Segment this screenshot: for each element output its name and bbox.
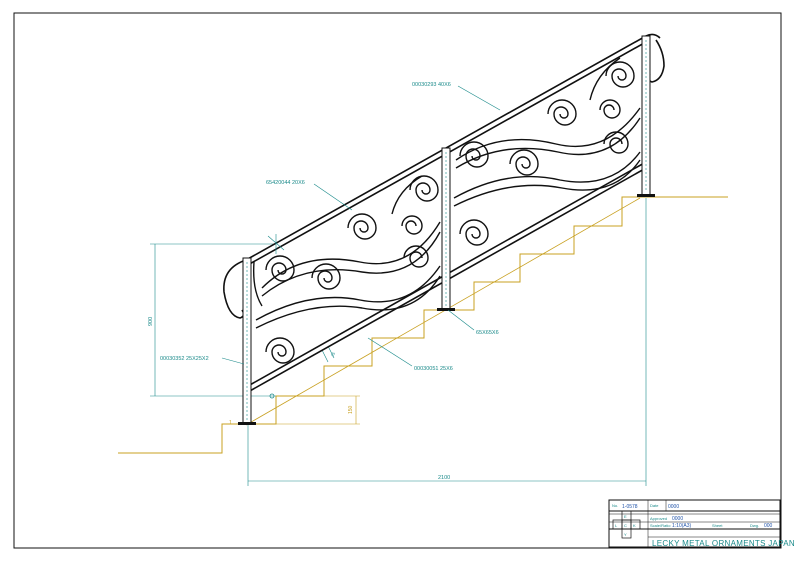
label-top-rail: 00030293 40X6 [412, 82, 451, 88]
post-middle [437, 147, 455, 311]
tb-date-value: 0000 [668, 504, 679, 510]
tb-dwg-label: Dwg. [750, 523, 759, 528]
label-post: 00030352 25X25X2 [160, 356, 209, 362]
tb-logo-e: E [624, 514, 627, 519]
tb-dwg-value: 000 [764, 523, 773, 529]
tb-date-label: Date [650, 503, 659, 508]
tb-sheet-label: Sheet [712, 523, 723, 528]
tb-logo-y: Y [624, 532, 627, 537]
rail-offset-dim-label: 25 [330, 350, 337, 357]
tb-no-value: 1-0578 [622, 504, 638, 510]
label-base-plate: 65X65X6 [476, 330, 499, 336]
tb-logo-k: K [633, 523, 636, 528]
tb-scale-label: Scale/Ratio [650, 523, 671, 528]
label-scroll-bar: 65420044 20X6 [266, 180, 305, 186]
height-dim-label: 900 [148, 317, 154, 326]
step-height-dim-label: 150 [348, 405, 354, 414]
tb-no-label: No. [612, 503, 618, 508]
scrollwork-panel-left [252, 175, 441, 364]
dimension-lines [150, 198, 647, 486]
title-block [608, 499, 781, 548]
tb-scale-value: 1:10(A3) [672, 523, 692, 529]
stair-mark-a: 1 [229, 420, 232, 426]
tb-logo-c: C [624, 523, 627, 528]
tb-approved-label: Approved [650, 516, 667, 521]
tb-approved-value: 0000 [672, 516, 683, 522]
post-right [637, 35, 655, 197]
stair-profile [118, 196, 728, 454]
leaders [221, 85, 501, 367]
scrollwork-panel-right [453, 57, 641, 246]
post-left [238, 257, 256, 425]
label-lower-rail: 00030051 25X6 [414, 366, 453, 372]
anchor-marker [269, 393, 275, 399]
length-dim-label: 2100 [438, 475, 450, 481]
tb-logo-l: L [615, 523, 618, 528]
drawing-frame [13, 12, 782, 549]
tb-company: LECKY METAL ORNAMENTS JAPAN [652, 539, 794, 548]
